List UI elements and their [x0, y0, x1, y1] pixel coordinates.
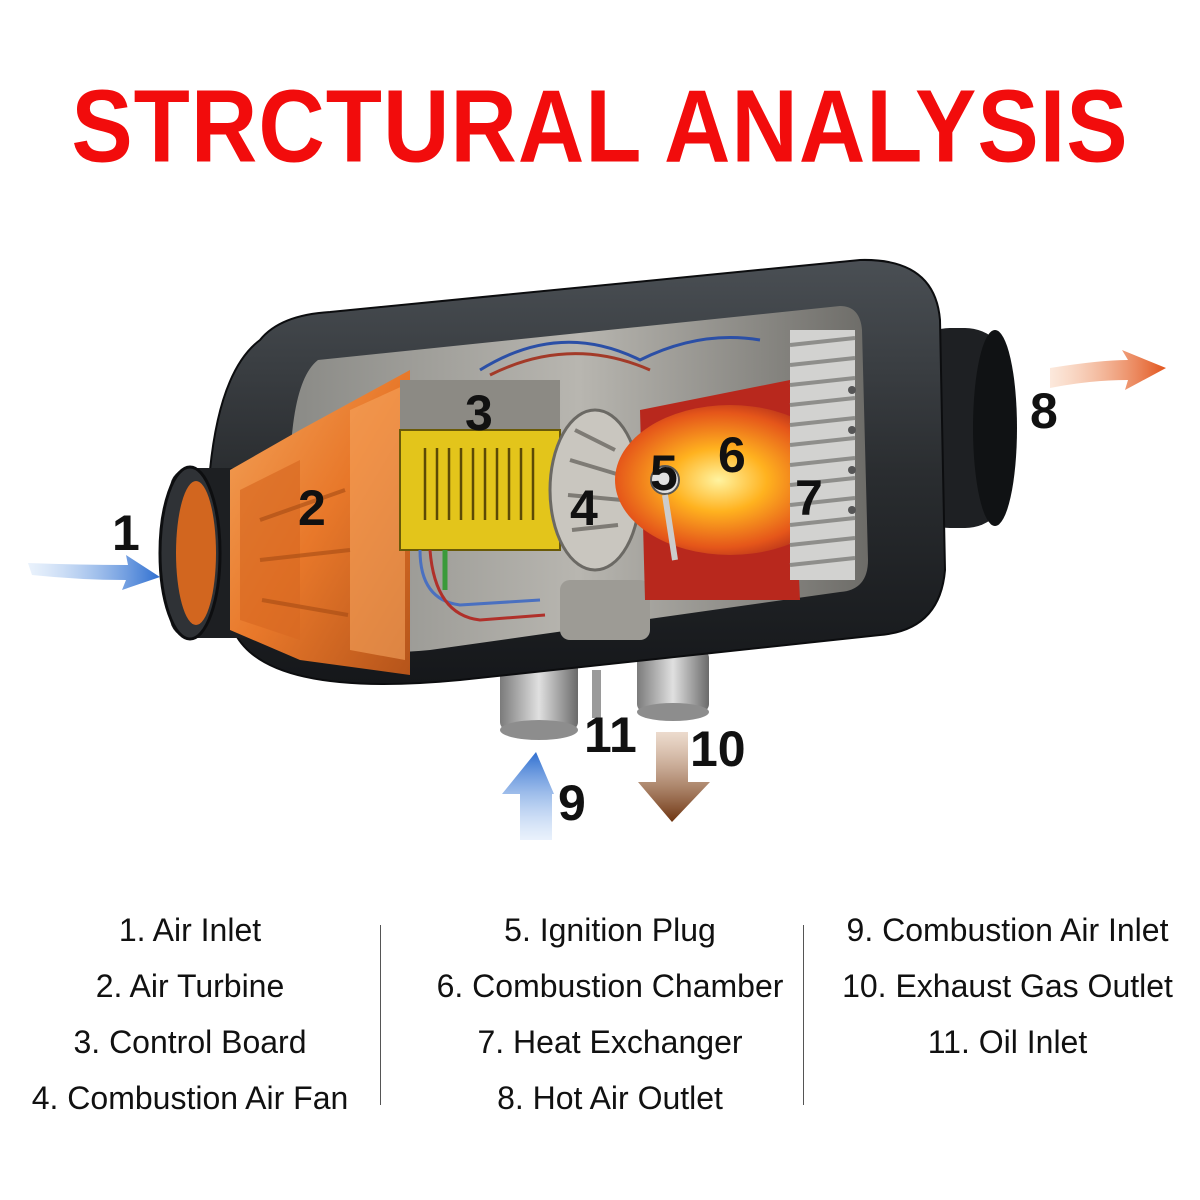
page-title: STRCTURAL ANALYSIS — [0, 65, 1200, 188]
callout-7: 7 — [795, 470, 823, 526]
legend-item-heat-exchanger: 7. Heat Exchanger — [430, 1014, 790, 1070]
legend-item-control-board: 3. Control Board — [20, 1014, 360, 1070]
callout-2: 2 — [298, 480, 326, 536]
callout-5: 5 — [650, 445, 678, 501]
legend-item-ignition-plug: 5. Ignition Plug — [430, 902, 790, 958]
callout-11: 11 — [584, 707, 637, 763]
hot-air-outlet-arrow — [1050, 350, 1166, 390]
heat-exchanger — [790, 330, 856, 580]
callout-6: 6 — [718, 427, 746, 483]
legend-item-combustion-air-inlet: 9. Combustion Air Inlet — [835, 902, 1180, 958]
heater-cutaway-diagram: 1 2 3 4 5 6 7 8 9 10 11 — [0, 220, 1200, 870]
callout-4: 4 — [570, 480, 598, 536]
legend-divider-right — [803, 925, 804, 1105]
legend-item-air-turbine: 2. Air Turbine — [20, 958, 360, 1014]
legend-item-oil-inlet: 11. Oil Inlet — [835, 1014, 1180, 1070]
callout-9: 9 — [558, 775, 586, 831]
legend-column-3: 9. Combustion Air Inlet 10. Exhaust Gas … — [835, 902, 1180, 1070]
legend-item-combustion-air-fan: 4. Combustion Air Fan — [20, 1070, 360, 1126]
callout-1: 1 — [112, 505, 140, 561]
legend-item-combustion-chamber: 6. Combustion Chamber — [430, 958, 790, 1014]
legend-column-1: 1. Air Inlet 2. Air Turbine 3. Control B… — [20, 902, 360, 1126]
callout-3: 3 — [465, 385, 493, 441]
air-inlet-arrow — [28, 555, 160, 590]
combustion-air-inlet-arrow — [502, 752, 554, 840]
legend-column-2: 5. Ignition Plug 6. Combustion Chamber 7… — [430, 902, 790, 1126]
legend-item-air-inlet: 1. Air Inlet — [20, 902, 360, 958]
legend-item-exhaust-gas-outlet: 10. Exhaust Gas Outlet — [835, 958, 1180, 1014]
callout-8: 8 — [1030, 383, 1058, 439]
legend-item-hot-air-outlet: 8. Hot Air Outlet — [430, 1070, 790, 1126]
legend-divider-left — [380, 925, 381, 1105]
callout-10: 10 — [690, 721, 746, 777]
